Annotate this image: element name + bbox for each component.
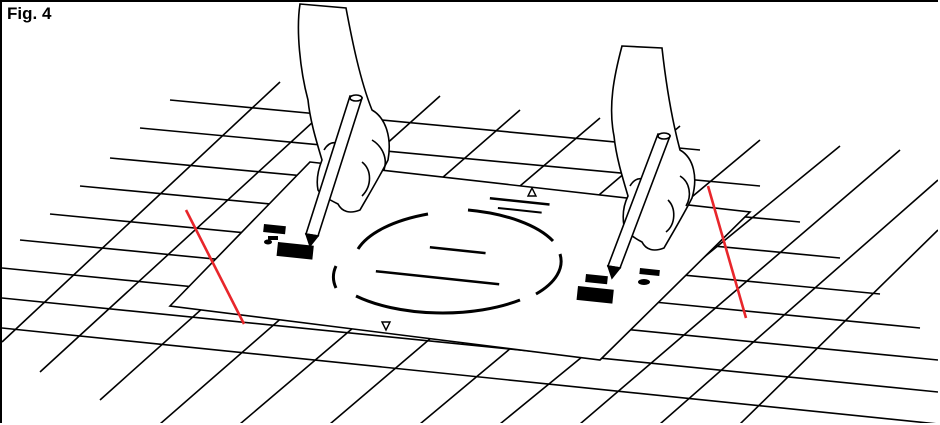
template-print-marks xyxy=(375,197,550,286)
red-reference-line-left xyxy=(184,209,246,325)
left-hand-with-pen xyxy=(297,3,390,248)
red-reference-line-right xyxy=(706,185,748,319)
right-hand-with-pen xyxy=(606,45,696,280)
template-arrows xyxy=(380,186,538,332)
figure-label: Fig. 4 xyxy=(7,4,52,23)
template-circle xyxy=(331,208,563,315)
template-corner-marks xyxy=(263,224,660,304)
